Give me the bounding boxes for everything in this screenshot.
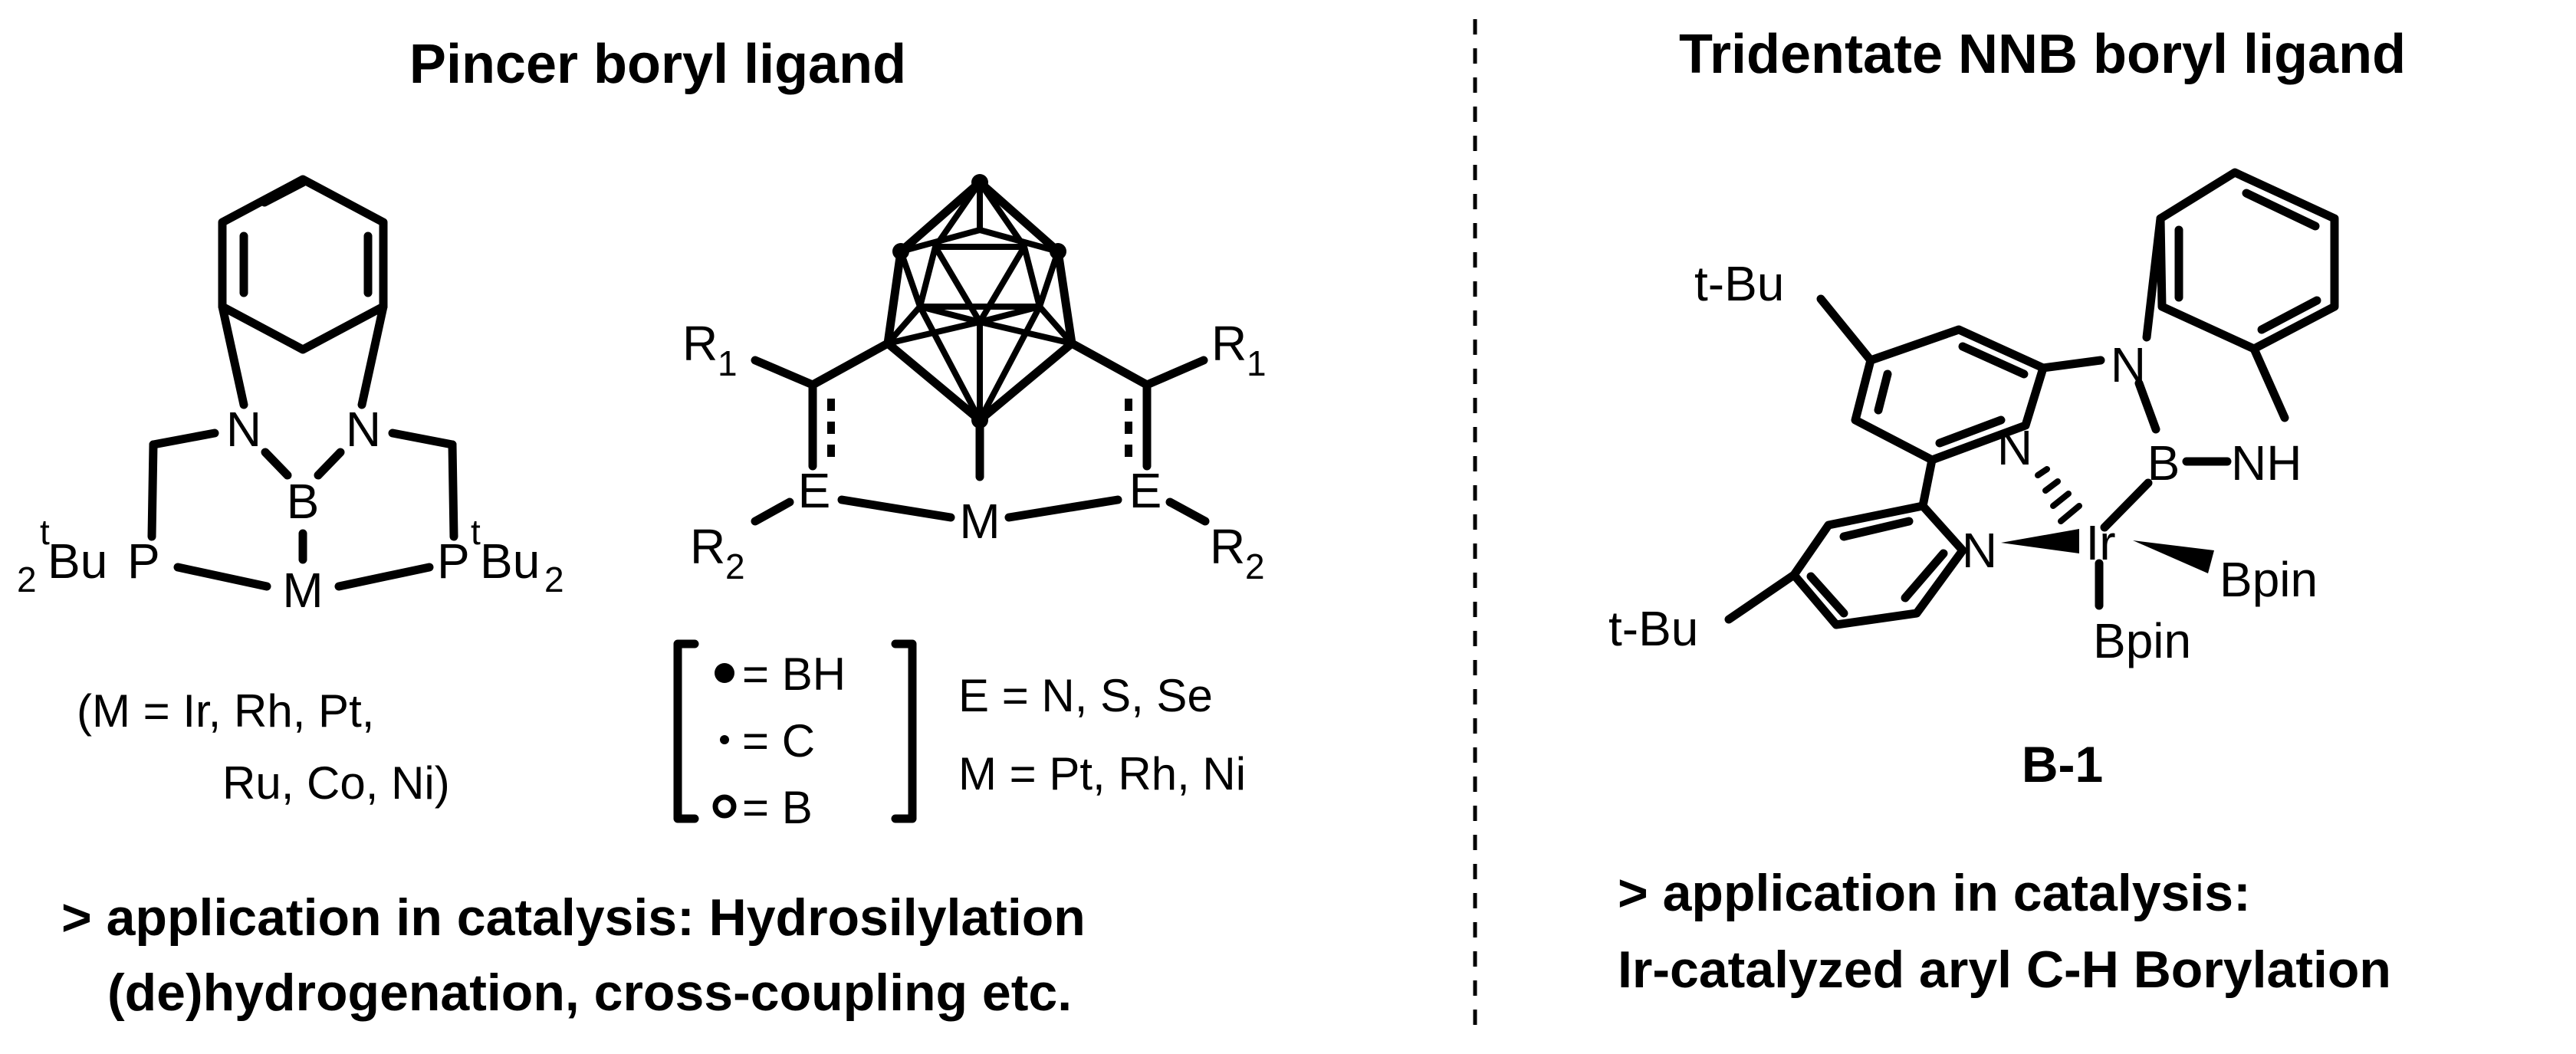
- e-definition: E = N, S, Se: [958, 670, 1213, 721]
- iridium-atom: Ir: [2085, 515, 2115, 570]
- legend-c: = C: [742, 715, 815, 767]
- left-panel-title: Pincer boryl ligand: [409, 34, 906, 95]
- carborane-pincer-structure: [751, 174, 1210, 526]
- carb-r2-left-sub: 2: [725, 547, 745, 586]
- n-pyridine-top: N: [1997, 420, 2032, 475]
- nh-group: NH: [2231, 435, 2302, 491]
- pbp-p-right-group: Bu: [480, 534, 540, 589]
- pbp-p-left: P: [127, 534, 160, 589]
- cage-legend-bracket: [673, 639, 917, 823]
- boron-atom: B: [2147, 435, 2180, 491]
- carb-m: M: [959, 494, 1000, 549]
- pbp-p-left-group: Bu: [48, 534, 107, 589]
- left-application-line1: > application in catalysis: Hydrosilylat…: [61, 888, 1086, 947]
- pbp-n-left: N: [226, 402, 261, 457]
- m-definition: M = Pt, Rh, Ni: [958, 748, 1246, 800]
- pbp-p-right: P: [437, 534, 470, 589]
- bh-dot-symbol: [715, 663, 734, 683]
- carb-r1-left-sub: 1: [718, 343, 738, 383]
- nnb-iridium-complex-structure: [1724, 168, 2339, 629]
- carb-e-left: E: [798, 463, 831, 518]
- pbp-metals-line1: (M = Ir, Rh, Pt,: [77, 685, 374, 737]
- n-pyridine-bottom: N: [1962, 523, 1997, 578]
- legend-bh: = BH: [742, 648, 846, 700]
- carb-e-right: E: [1129, 463, 1162, 518]
- carb-r1-left: R: [682, 316, 718, 371]
- c-dot-symbol: [720, 735, 729, 744]
- legend-b: = B: [742, 782, 813, 833]
- wedge-bond-bottom-py-ir: [2001, 529, 2079, 553]
- carb-r2-right-sub: 2: [1245, 547, 1265, 586]
- pbp-p-left-prefix: 2: [17, 560, 37, 599]
- bpin-bottom: Bpin: [2093, 613, 2191, 668]
- pbp-metals-line2: Ru, Co, Ni): [222, 757, 450, 809]
- complex-label: B-1: [2022, 736, 2103, 793]
- carb-r2-right: R: [1210, 519, 1245, 574]
- wedge-bond-ir-bpin-right: [2133, 540, 2214, 573]
- pbp-p-left-sup: t: [40, 512, 50, 552]
- hashed-bond-top-py-ir: [2035, 466, 2082, 524]
- right-application-line1: > application in catalysis:: [1618, 864, 2251, 922]
- n-amide: N: [2111, 337, 2146, 392]
- carb-r1-right: R: [1211, 316, 1247, 371]
- pbp-b: B: [287, 474, 320, 529]
- pincer-pbp-structure: [147, 175, 458, 591]
- carb-r1-right-sub: 1: [1247, 343, 1267, 383]
- left-application-line2: (de)hydrogenation, cross-coupling etc.: [107, 964, 1072, 1022]
- pbp-m: M: [282, 563, 323, 618]
- tbu-bottom: t-Bu: [1608, 601, 1698, 656]
- b-dot-symbol: [712, 794, 737, 819]
- right-application-line2: Ir-catalyzed aryl C-H Borylation: [1618, 941, 2391, 999]
- pbp-n-right: N: [346, 402, 381, 457]
- pbp-p-right-sup: t: [471, 512, 481, 552]
- right-panel-title: Tridentate NNB boryl ligand: [1679, 24, 2406, 85]
- carb-r2-left: R: [690, 519, 725, 574]
- tbu-top: t-Bu: [1694, 256, 1784, 311]
- pbp-p-right-sub: 2: [544, 560, 564, 599]
- bpin-right: Bpin: [2220, 552, 2318, 607]
